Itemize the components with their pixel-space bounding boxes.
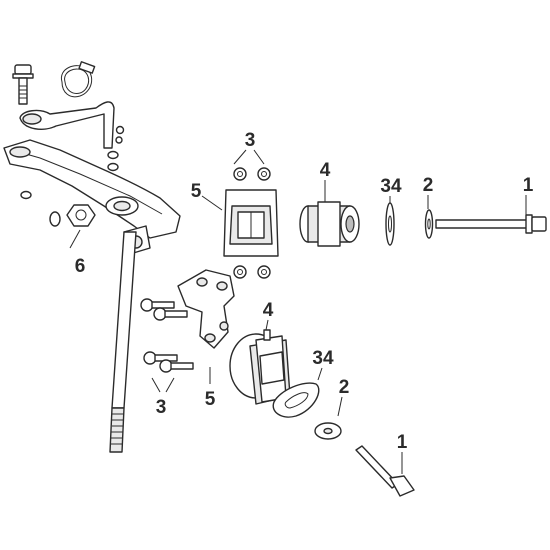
callout-4-bottom: 4 — [263, 300, 274, 321]
upper-steering-arm — [19, 101, 125, 149]
callout-34-bottom: 34 — [312, 348, 334, 369]
callout-5-bottom: 5 — [205, 389, 216, 410]
callout-1-bottom: 1 — [397, 432, 408, 453]
callout-1-top: 1 — [523, 175, 534, 196]
callout-3-top: 3 — [245, 130, 256, 151]
upper-long-bolt — [435, 214, 547, 234]
small-nuts — [20, 150, 119, 227]
hose-clamp — [60, 61, 96, 98]
leader-lines — [69, 149, 527, 474]
callout-labels: 1 2 34 4 5 3 6 4 34 2 1 5 3 — [75, 130, 534, 453]
callout-4-top: 4 — [320, 160, 331, 181]
steering-shaft — [109, 231, 137, 453]
upper-bushing — [299, 201, 360, 247]
upper-mount-bracket — [223, 167, 279, 279]
lower-washer-34 — [272, 382, 320, 418]
callout-34-top: 34 — [380, 176, 402, 197]
callout-5-top: 5 — [191, 181, 202, 202]
lower-washer-2 — [314, 422, 342, 440]
callout-2-bottom: 2 — [339, 377, 350, 398]
callout-3-bottom: 3 — [156, 397, 167, 418]
upper-washer-34 — [385, 202, 395, 246]
lower-mount-bracket — [177, 269, 235, 349]
flange-bolt-small — [12, 64, 34, 105]
lower-long-bolt — [355, 445, 415, 497]
lower-bushing — [229, 329, 291, 405]
upper-washer-2 — [424, 209, 434, 239]
callout-6: 6 — [75, 256, 86, 277]
callout-2-top: 2 — [423, 175, 434, 196]
lower-bolts-3 — [140, 298, 194, 373]
